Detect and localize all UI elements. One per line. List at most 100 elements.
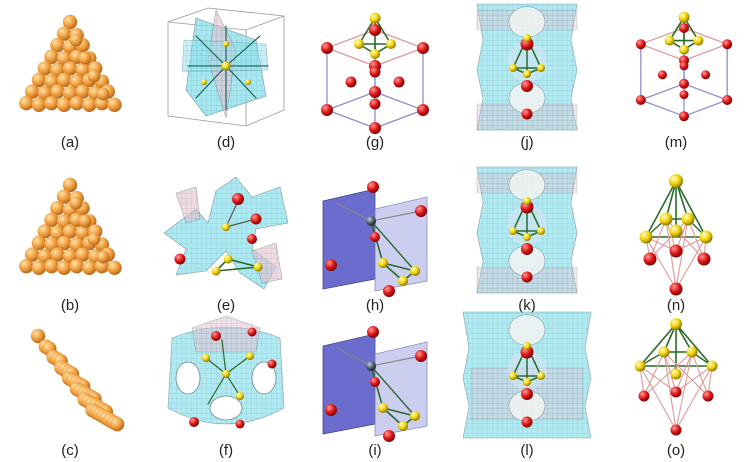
sphere — [107, 97, 122, 113]
bond — [370, 210, 422, 222]
panel-m-caption: (m) — [664, 134, 688, 151]
bond — [370, 355, 422, 367]
sphere — [62, 224, 78, 239]
bond — [382, 407, 416, 417]
sphere — [62, 61, 78, 76]
panel-h-drawing — [322, 181, 428, 297]
atom — [393, 76, 405, 88]
atom — [699, 230, 713, 244]
panel-k-caption: (k) — [518, 297, 536, 314]
atom — [398, 421, 408, 431]
sphere — [69, 33, 83, 47]
sphere — [96, 87, 110, 101]
atom — [634, 360, 646, 372]
sphere — [78, 214, 92, 228]
atom — [658, 346, 670, 358]
sphere — [56, 189, 72, 204]
panel-o: (o) — [606, 308, 746, 462]
atom — [659, 212, 673, 226]
atom — [679, 90, 689, 100]
panel-a-drawing — [19, 14, 122, 113]
bond — [645, 180, 677, 238]
panel-f: (f) — [156, 308, 296, 462]
atom — [211, 331, 221, 341]
atom — [417, 104, 429, 116]
atom — [383, 430, 395, 442]
atom — [669, 224, 683, 238]
atom — [679, 111, 689, 122]
bond — [326, 29, 376, 49]
atom — [222, 370, 230, 378]
atom — [706, 360, 718, 372]
atom — [537, 227, 545, 235]
atom — [669, 282, 683, 296]
atom — [222, 223, 230, 231]
panel-e-caption: (e) — [216, 297, 236, 314]
sphere — [96, 250, 110, 264]
sphere — [56, 97, 72, 113]
atom — [321, 104, 333, 116]
panel-b-caption: (b) — [60, 297, 80, 314]
bond — [675, 218, 689, 290]
surface-hole — [209, 395, 243, 421]
atom — [635, 39, 646, 50]
sphere — [25, 84, 40, 99]
bond — [195, 65, 227, 99]
bond — [225, 373, 241, 397]
bond — [663, 351, 677, 393]
panel-k: (k) — [457, 163, 597, 317]
sphere — [31, 97, 47, 113]
atom — [369, 122, 381, 134]
panel-n-drawing — [639, 174, 713, 296]
bond — [195, 35, 227, 67]
atom — [415, 350, 427, 362]
bond — [221, 339, 227, 375]
atom — [410, 411, 420, 421]
atom — [679, 23, 689, 33]
atom — [670, 368, 682, 380]
bond — [640, 27, 685, 45]
bond — [643, 351, 693, 397]
bond — [215, 266, 259, 272]
atom — [509, 372, 517, 380]
atom — [686, 346, 698, 358]
panel-o-caption: (o) — [666, 442, 686, 459]
sphere — [44, 259, 59, 274]
sphere — [56, 260, 72, 275]
bond — [639, 365, 677, 393]
panel-k-drawing — [476, 166, 578, 294]
bond — [683, 27, 728, 45]
atom — [410, 266, 420, 276]
atom — [523, 378, 531, 386]
sphere-pyramid — [19, 177, 122, 275]
atom — [509, 64, 517, 72]
panel-h: (h) — [305, 163, 445, 317]
bond — [207, 373, 227, 405]
bond — [643, 351, 665, 397]
panel-d-caption: (d) — [216, 134, 236, 151]
atom — [523, 342, 531, 350]
atom — [370, 232, 380, 242]
sphere — [62, 14, 78, 30]
panel-n: (n) — [606, 163, 746, 317]
bond — [639, 365, 677, 431]
atom — [370, 49, 380, 59]
atom — [223, 41, 229, 47]
sphere — [56, 26, 72, 41]
pore-opening — [508, 6, 546, 38]
atom — [693, 35, 704, 46]
sphere — [107, 260, 122, 275]
atom — [235, 419, 245, 429]
bond — [336, 347, 372, 367]
sphere — [78, 51, 92, 65]
atom — [369, 86, 381, 98]
atom — [202, 354, 210, 362]
apex-atom — [678, 11, 690, 23]
atom — [509, 227, 517, 235]
bond — [663, 351, 709, 397]
atom — [521, 416, 533, 428]
atom — [253, 262, 263, 272]
sphere — [30, 328, 46, 344]
sphere — [31, 235, 47, 251]
atom — [521, 80, 533, 92]
